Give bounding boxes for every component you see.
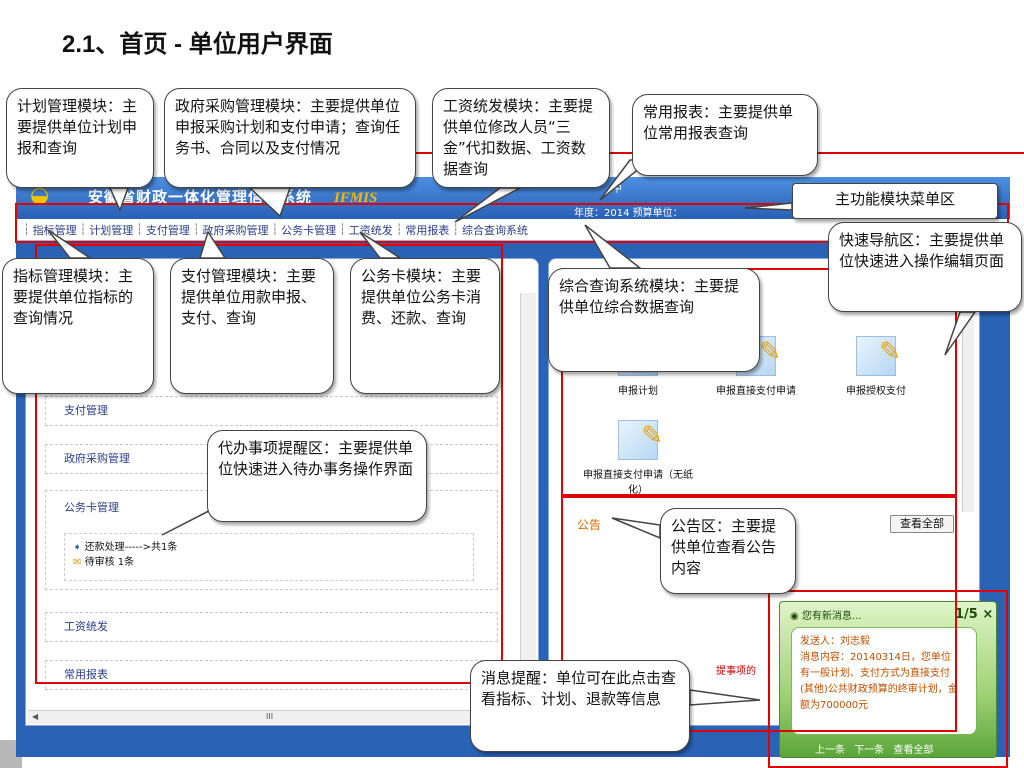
prev-message-button[interactable]: 上一条 bbox=[815, 745, 845, 756]
next-message-button[interactable]: 下一条 bbox=[854, 745, 885, 756]
mail-icon: ✉ bbox=[73, 557, 82, 568]
highlight-message bbox=[768, 590, 1008, 768]
message-sender: 发送人：刘志毅 bbox=[800, 636, 870, 647]
callout-procurement: 政府采购管理模块：主要提供单位申报采购计划和支付申请；查询任务书、合同以及支付情… bbox=[164, 88, 416, 188]
callout-indicator: 指标管理模块：主要提供单位指标的查询情况 bbox=[2, 258, 154, 394]
brand-logo: IFMIS bbox=[334, 190, 378, 206]
edit-document-icon bbox=[856, 336, 901, 376]
highlight-todo-area bbox=[35, 244, 503, 684]
slide-title: 2.1、首页 - 单位用户界面 bbox=[62, 31, 333, 58]
message-content: 消息内容：20140314日，您单位有一般计划、支付方式为直接支付(其他)公共财… bbox=[800, 652, 958, 711]
menu-item-payment[interactable]: 支付管理 bbox=[145, 223, 190, 237]
notice-item[interactable]: 提事项的 bbox=[716, 666, 756, 677]
callout-card: 公务卡模块：主要提供单位公务卡消费、还款、查询 bbox=[350, 258, 500, 394]
menu-item-query[interactable]: 综合查询系统 bbox=[462, 223, 528, 237]
notice-title: 公告 bbox=[577, 518, 602, 532]
callout-reports: 常用报表：主要提供单位常用报表查询 bbox=[632, 94, 818, 176]
view-all-notices-button[interactable]: 查看全部 bbox=[890, 515, 954, 533]
highlight-notice-area bbox=[561, 496, 957, 732]
highlight-quick-nav bbox=[561, 268, 957, 496]
view-all-messages-button[interactable]: 查看全部 bbox=[893, 745, 934, 756]
callout-notice: 公告区：主要提供单位查看公告内容 bbox=[660, 508, 796, 594]
left-row-salary[interactable]: 工资统发 bbox=[45, 612, 498, 642]
callout-query: 综合查询系统模块：主要提供单位综合数据查询 bbox=[548, 268, 760, 372]
popup-message-body: 发送人：刘志毅 消息内容：20140314日，您单位有一般计划、支付方式为直接支… bbox=[791, 627, 977, 735]
callout-salary: 工资统发模块：主要提供单位修改人员“三金”代扣数据、工资数据查询 bbox=[432, 88, 610, 188]
menu-item-plan[interactable]: 计划管理 bbox=[89, 223, 134, 237]
bell-icon: ◉ bbox=[790, 611, 799, 622]
scroll-left-icon[interactable]: ◀ bbox=[32, 712, 39, 721]
menu-item-reports[interactable]: 常用报表 bbox=[405, 223, 450, 237]
popup-count-close[interactable]: 1/5 × bbox=[955, 607, 994, 622]
tile-authorized-payment[interactable]: 申报授权支付 bbox=[816, 336, 936, 397]
tile-direct-payment-paperless[interactable]: 申报直接支付申请（无纸化） bbox=[578, 420, 698, 496]
main-menu-bar: ┆ 指标管理┆ 计划管理┆ 支付管理┆ 政府采购管理┆ 公务卡管理┆ 工资统发┆… bbox=[16, 219, 1010, 241]
emblem-icon: ◒ bbox=[30, 183, 50, 208]
callout-main-menu: 主功能模块菜单区 bbox=[792, 183, 998, 219]
todo-item-repay[interactable]: ➧ 还款处理----->共1条 bbox=[73, 542, 178, 553]
year-unit-label: 年度：2014 预算单位： bbox=[574, 208, 683, 219]
callout-payment: 支付管理模块：主要提供单位用款申报、支付、查询 bbox=[170, 258, 334, 394]
popup-nav: 上一条 下一条 查看全部 bbox=[815, 741, 933, 756]
left-horizontal-scrollbar[interactable]: ◀ III ▶ bbox=[28, 710, 538, 724]
popup-header: ◉ 您有新消息... bbox=[790, 611, 862, 622]
left-row-payment[interactable]: 支付管理 bbox=[45, 396, 498, 426]
todo-box: ➧ 还款处理----->共1条 ✉ 待审核 1条 bbox=[64, 533, 474, 581]
left-row-card[interactable]: 公务卡管理 ➧ 还款处理----->共1条 ✉ 待审核 1条 bbox=[45, 490, 498, 590]
scroll-thumb-grip: III bbox=[266, 712, 274, 721]
arrow-icon: ➧ bbox=[73, 542, 82, 553]
menu-item-card[interactable]: 公务卡管理 bbox=[281, 223, 337, 237]
top-text: 中 bbox=[612, 184, 622, 195]
left-vertical-scrollbar[interactable] bbox=[520, 293, 536, 711]
callout-todo: 代办事项提醒区：主要提供单位快速进入待办事务操作界面 bbox=[207, 430, 427, 522]
todo-item-review[interactable]: ✉ 待审核 1条 bbox=[73, 557, 135, 568]
callout-plan: 计划管理模块：主要提供单位计划申报和查询 bbox=[6, 88, 154, 188]
edit-document-icon bbox=[618, 420, 663, 460]
callout-message: 消息提醒：单位可在此点击查看指标、计划、退款等信息 bbox=[470, 660, 690, 752]
callout-quick-nav: 快速导航区：主要提供单位快速进入操作编辑页面 bbox=[828, 222, 1022, 312]
